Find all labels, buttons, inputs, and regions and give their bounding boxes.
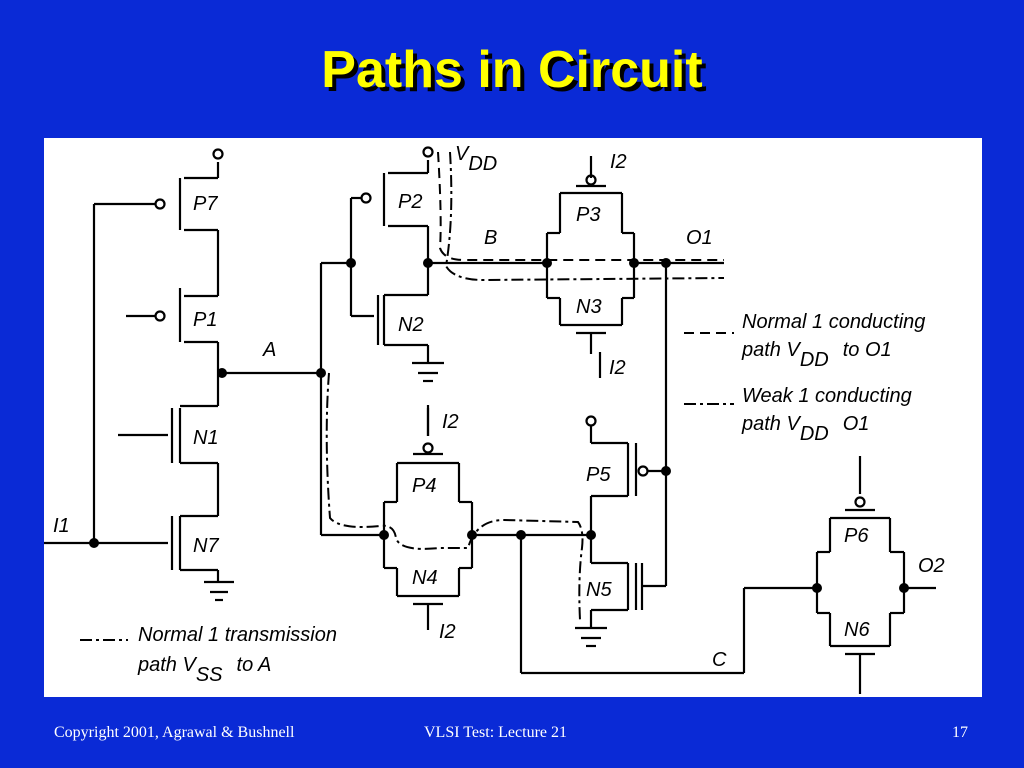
label-p3: P3 xyxy=(576,204,600,226)
footer-lecture: VLSI Test: Lecture 21 xyxy=(424,724,567,741)
label-p1: P1 xyxy=(193,309,217,331)
label-output-o2: O2 xyxy=(918,555,945,577)
p4-n4-transmission-gate-wires xyxy=(382,408,591,630)
node-p6-left-dot xyxy=(812,583,822,593)
p6-n6-transmission-gate-wires xyxy=(815,456,936,694)
label-p7: P7 xyxy=(193,193,218,215)
node-p5-output-dot xyxy=(586,530,596,540)
label-vdd: VDD xyxy=(455,143,497,175)
node-p2gate-dot xyxy=(346,258,356,268)
label-n4: N4 xyxy=(412,567,438,589)
weak-1-conducting-path xyxy=(444,151,725,282)
footer-page-number: 17 xyxy=(952,724,968,741)
footer-copyright: Copyright 2001, Agrawal & Bushnell xyxy=(54,724,295,741)
legend-transmission-line1: Normal 1 transmission xyxy=(138,624,337,646)
node-i1-dot xyxy=(89,538,99,548)
left-column-wires xyxy=(44,148,321,602)
label-input-i1: I1 xyxy=(53,515,70,537)
legend-weak-conducting-line1: Weak 1 conducting xyxy=(742,385,912,407)
label-p5: P5 xyxy=(586,464,611,486)
normal-1-conducting-path xyxy=(437,151,724,261)
slide-title: Paths in Circuit xyxy=(321,41,703,99)
p7-gate-bubble xyxy=(154,198,166,210)
p2-n2-inverter-wires xyxy=(319,146,547,537)
label-n5: N5 xyxy=(586,579,612,601)
label-n2: N2 xyxy=(398,314,424,336)
p5-n5-inverter-wires xyxy=(519,415,817,675)
label-p4: P4 xyxy=(412,475,436,497)
label-p6: P6 xyxy=(844,525,869,547)
label-p2: P2 xyxy=(398,191,422,213)
label-n7: N7 xyxy=(193,535,219,557)
label-input-i2-p3: I2 xyxy=(610,151,627,173)
node-p4-left-dot xyxy=(379,530,389,540)
p2-gate-bubble xyxy=(360,192,372,204)
node-p5-gate-dot xyxy=(661,466,671,476)
node-b-dot xyxy=(423,258,433,268)
label-node-b: B xyxy=(484,227,497,249)
node-o2-dot xyxy=(899,583,909,593)
label-input-i2-n3: I2 xyxy=(609,357,626,379)
p1-gate-bubble xyxy=(154,310,166,322)
label-input-i2-n4: I2 xyxy=(439,621,456,643)
label-n6: N6 xyxy=(844,619,870,641)
label-n1: N1 xyxy=(193,427,219,449)
legend-normal-conducting-line1: Normal 1 conducting xyxy=(742,311,925,333)
node-n1-dot xyxy=(217,368,227,378)
p3-n3-transmission-gate-wires xyxy=(545,156,724,354)
circuit-diagram-panel: P7 P1 N1 N7 P2 N2 P3 N3 P4 N4 P5 N5 P6 N… xyxy=(44,138,982,697)
p5-gate-bubble xyxy=(637,465,649,477)
node-p4-right-dot xyxy=(467,530,477,540)
label-output-o1: O1 xyxy=(686,227,713,249)
label-n3: N3 xyxy=(576,296,602,318)
label-input-i2-p4: I2 xyxy=(442,411,459,433)
label-node-c: C xyxy=(712,649,727,671)
label-node-a: A xyxy=(262,339,276,361)
normal-1-transmission-path xyxy=(325,372,584,621)
